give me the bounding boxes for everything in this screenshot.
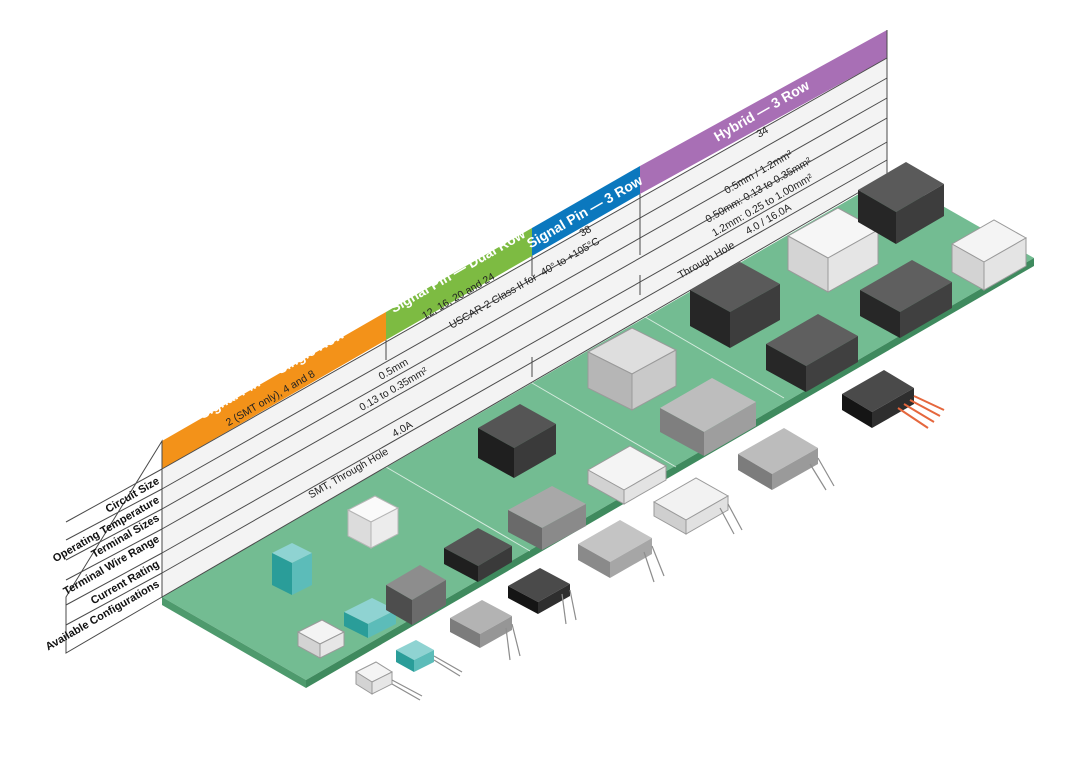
teal-plug-wired-icon (396, 640, 434, 672)
hybrid-dark-header-icon (766, 314, 858, 392)
band-hybrid (640, 30, 887, 194)
white-plug-wired-icon (354, 661, 394, 695)
teal-header-icon (272, 543, 312, 595)
band-dual-row (386, 228, 532, 340)
hybrid-plug-icon (842, 370, 914, 428)
cell-circuit-hybrid: 34 (754, 124, 770, 140)
white-header-icon (346, 495, 400, 549)
gray-3row-plug-icon (738, 428, 818, 490)
gray-plug-icon (450, 600, 512, 648)
hybrid-dark-header-2-icon (860, 260, 952, 338)
white-3row-plug-icon (652, 477, 730, 535)
label-panel (65, 439, 163, 654)
dark-gray-header-icon (508, 486, 586, 550)
hybrid-black-header-icon (858, 162, 944, 244)
white-3row-header-icon (586, 445, 668, 505)
teal-plug-icon (344, 598, 396, 638)
spec-table: 2 (SMT only), 4 and 8 12, 16, 20 and 24 … (161, 30, 888, 598)
gray-3row-header-icon (660, 378, 756, 456)
hybrid-white-header-icon (786, 207, 880, 293)
hybrid-header-icon (690, 262, 780, 348)
board-edge (162, 597, 306, 688)
gray-header-icon (386, 565, 446, 625)
row-labels: Circuit Size Operating Temperature Termi… (44, 439, 163, 654)
light-gray-plug-icon (578, 520, 652, 578)
light-gray-header-icon (586, 327, 678, 411)
band-3-row (532, 166, 640, 256)
pcb-board (162, 176, 1034, 688)
hybrid-white-header-2-icon (950, 219, 1028, 291)
white-plug-icon (296, 619, 346, 659)
connectors (272, 162, 1028, 695)
board-edge-right (306, 258, 1034, 688)
board-section-lines (385, 313, 785, 552)
band-single-row (162, 312, 386, 469)
cell-circuit-3row: 38 (577, 223, 593, 239)
black-plug-icon (508, 568, 570, 614)
board-top (162, 176, 1034, 680)
table-body (162, 58, 887, 597)
wires (391, 395, 945, 701)
black-tall-header-icon (478, 404, 556, 478)
black-header-icon (444, 528, 512, 582)
